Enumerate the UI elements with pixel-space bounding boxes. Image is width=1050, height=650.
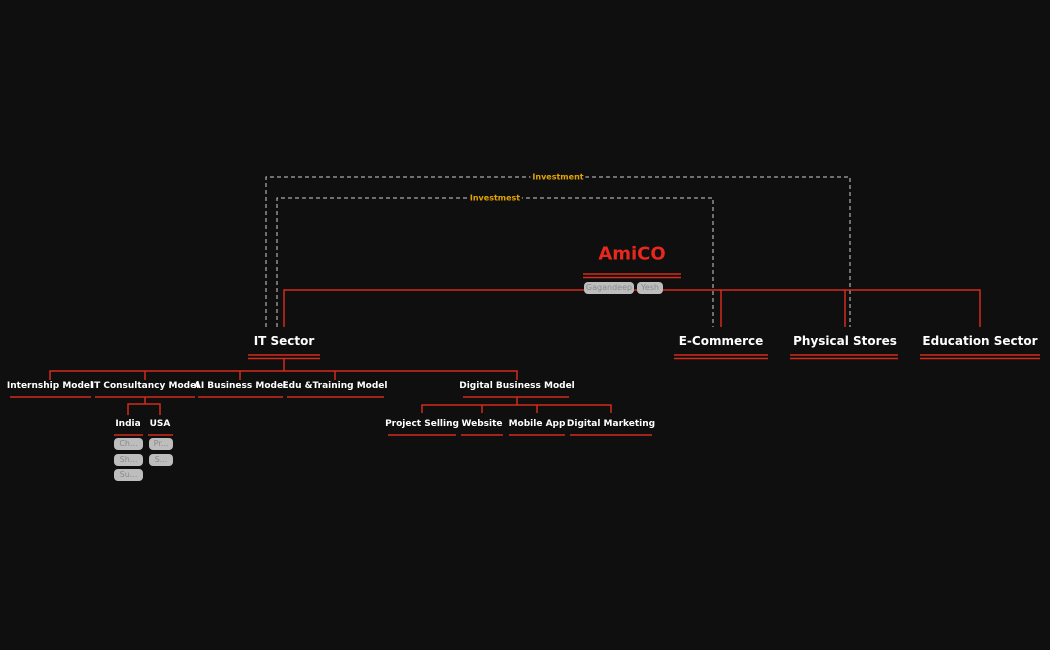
- node-mobile-app[interactable]: Mobile App: [508, 419, 566, 429]
- node-edu-training-model[interactable]: Edu &Training Model: [282, 381, 388, 391]
- node-e-commerce[interactable]: E-Commerce: [678, 334, 764, 348]
- node-india[interactable]: India: [115, 419, 141, 429]
- node-physical-stores[interactable]: Physical Stores: [793, 334, 897, 348]
- usa-tag[interactable]: S...: [149, 454, 173, 466]
- node-education-sector[interactable]: Education Sector: [922, 334, 1038, 348]
- usa-tag[interactable]: Pr...: [149, 438, 173, 450]
- node-digital-marketing[interactable]: Digital Marketing: [566, 419, 656, 429]
- india-tag[interactable]: Su...: [114, 469, 143, 481]
- node-usa[interactable]: USA: [149, 419, 171, 429]
- investment-label-inner: Investmest: [467, 193, 523, 203]
- node-it-consultancy-model[interactable]: IT Consultancy Model: [90, 381, 200, 391]
- investment-label-outer: Investment: [530, 172, 586, 182]
- node-ai-business-model[interactable]: AI Business Model: [193, 381, 287, 391]
- node-project-selling[interactable]: Project Selling: [385, 419, 459, 429]
- node-digital-business-model[interactable]: Digital Business Model: [459, 381, 575, 391]
- india-tag[interactable]: Sh...: [114, 454, 143, 466]
- node-website[interactable]: Website: [461, 419, 503, 429]
- node-internship-model[interactable]: Internship Model: [6, 381, 94, 391]
- root-node-title[interactable]: AmiCO: [598, 243, 666, 265]
- investment-link-outer: [265, 176, 851, 327]
- root-tag[interactable]: Gagandeep: [584, 282, 634, 294]
- india-tag[interactable]: Ch...: [114, 438, 143, 450]
- root-tag[interactable]: Yesh: [637, 282, 663, 294]
- node-it-sector[interactable]: IT Sector: [253, 334, 315, 348]
